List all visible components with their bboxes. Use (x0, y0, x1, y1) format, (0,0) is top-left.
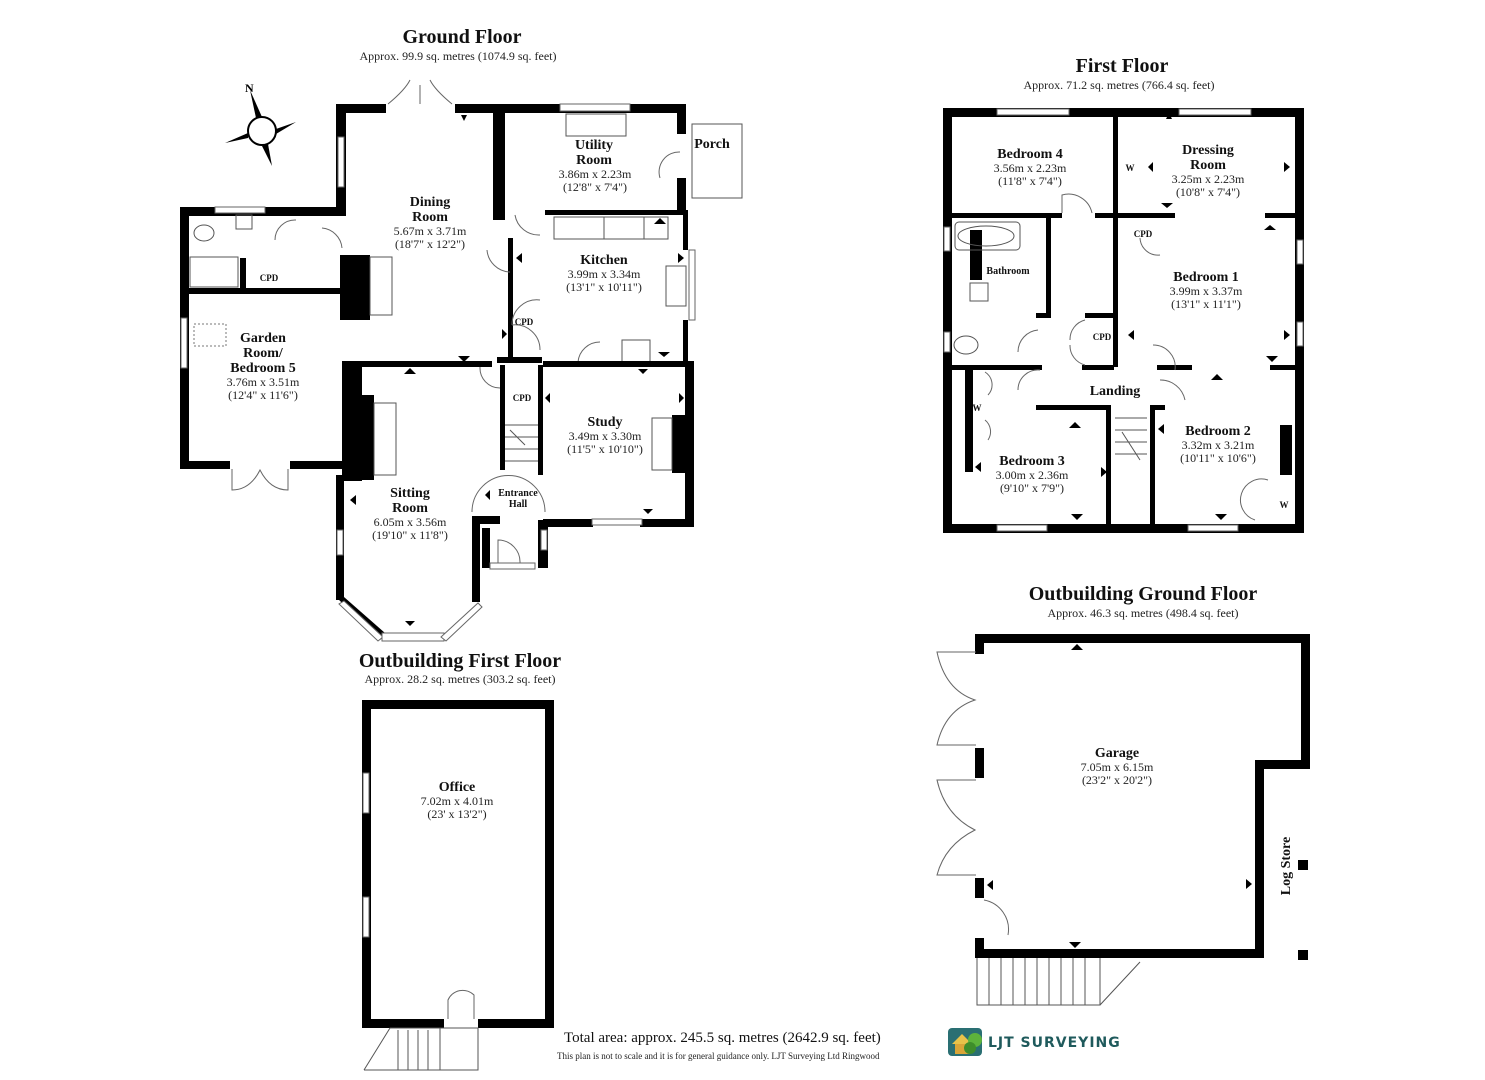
footer: Total area: approx. 245.5 sq. metres (26… (557, 1028, 1121, 1061)
garden-room-metric: 3.76m x 3.51m (227, 375, 300, 389)
kitchen-cpd-label: CPD (515, 317, 534, 327)
sitting-room-metric: 6.05m x 3.56m (374, 515, 447, 529)
outbuilding-ground-floor: Outbuilding Ground Floor Approx. 46.3 sq… (936, 583, 1310, 1006)
kitchen-metric: 3.99m x 3.34m (568, 267, 641, 281)
landing-name: Landing (1090, 384, 1141, 399)
utility-room-name-2: Room (576, 153, 612, 168)
bathroom-name: Bathroom (986, 266, 1030, 277)
dressing-room-imperial: (10'8" x 7'4") (1176, 185, 1240, 199)
study-metric: 3.49m x 3.30m (569, 429, 642, 443)
total-area: Total area: approx. 245.5 sq. metres (26… (564, 1030, 881, 1046)
office-name: Office (439, 780, 476, 795)
outbuilding-first-floor: Outbuilding First Floor Approx. 28.2 sq.… (359, 650, 561, 1071)
study-imperial: (11'5" x 10'10") (567, 442, 643, 456)
outbuilding-first-title: Outbuilding First Floor (359, 650, 561, 672)
bedroom-3-w-label: W (973, 403, 982, 413)
dining-room-metric: 5.67m x 3.71m (394, 224, 467, 238)
utility-room-name-1: Utility (575, 138, 613, 153)
study-name: Study (587, 415, 622, 430)
garden-cpd-label: CPD (260, 273, 279, 283)
radiator-markers (350, 115, 684, 626)
bedroom-1-metric: 3.99m x 3.37m (1170, 284, 1243, 298)
disclaimer: This plan is not to scale and it is for … (557, 1051, 880, 1061)
ground-floor: Ground Floor Approx. 99.9 sq. metres (10… (180, 26, 743, 642)
radiator-markers-first (975, 113, 1290, 520)
garden-room-imperial: (12'4" x 11'6") (228, 388, 298, 402)
brand-name: LJT SURVEYING (988, 1035, 1121, 1051)
bedroom-2-imperial: (10'11" x 10'6") (1180, 451, 1256, 465)
first-floor-area: Approx. 71.2 sq. metres (766.4 sq. feet) (1024, 78, 1215, 92)
bedroom-1-imperial: (13'1" x 11'1") (1171, 297, 1241, 311)
dressing-room-metric: 3.25m x 2.23m (1172, 172, 1245, 186)
sitting-room-imperial: (19'10" x 11'8") (372, 528, 448, 542)
bedroom-3-metric: 3.00m x 2.36m (996, 468, 1069, 482)
utility-room-metric: 3.86m x 2.23m (559, 167, 632, 181)
compass-icon: N (225, 81, 296, 166)
garden-room-name-2: Room/ (243, 346, 284, 361)
first-floor: First Floor Approx. 71.2 sq. metres (766… (943, 55, 1304, 533)
kitchen-imperial: (13'1" x 10'11") (566, 280, 642, 294)
dressing-room-name-2: Room (1190, 158, 1226, 173)
bedroom-2-name: Bedroom 2 (1185, 424, 1250, 439)
garden-room-name-3: Bedroom 5 (230, 361, 295, 376)
sitting-room-name-1: Sitting (390, 486, 430, 501)
outbuilding-ground-area: Approx. 46.3 sq. metres (498.4 sq. feet) (1048, 606, 1239, 620)
entrance-hall-name-1: Entrance (498, 488, 538, 499)
outbuilding-first-area: Approx. 28.2 sq. metres (303.2 sq. feet) (365, 672, 556, 686)
kitchen-name: Kitchen (580, 253, 628, 268)
dining-room-imperial: (18'7" x 12'2") (395, 237, 465, 251)
dressing-w-label: W (1126, 163, 1135, 173)
garage-metric: 7.05m x 6.15m (1081, 760, 1154, 774)
garage-name: Garage (1095, 746, 1139, 761)
dining-room-name-2: Room (412, 210, 448, 225)
bedroom-4-metric: 3.56m x 2.23m (994, 161, 1067, 175)
compass-north-label: N (245, 81, 254, 95)
garage-imperial: (23'2" x 20'2") (1082, 773, 1152, 787)
sitting-room-name-2: Room (392, 501, 428, 516)
bedroom-2-metric: 3.32m x 3.21m (1182, 438, 1255, 452)
log-store-name: Log Store (1279, 837, 1294, 895)
dressing-room-name-1: Dressing (1182, 143, 1234, 158)
hall-cpd-label: CPD (513, 393, 532, 403)
bedroom-4-imperial: (11'8" x 7'4") (998, 174, 1062, 188)
outbuilding-ground-title: Outbuilding Ground Floor (1029, 583, 1258, 605)
bedroom-3-name: Bedroom 3 (999, 454, 1064, 469)
radiator-markers-outbuilding (987, 644, 1252, 948)
first-floor-title: First Floor (1076, 55, 1169, 77)
porch-name: Porch (694, 137, 730, 152)
garden-room-name-1: Garden (240, 331, 286, 346)
office-metric: 7.02m x 4.01m (421, 794, 494, 808)
bedroom-2-w-label: W (1280, 500, 1289, 510)
dining-room-name-1: Dining (410, 195, 450, 210)
bedroom-1-name: Bedroom 1 (1173, 270, 1238, 285)
office-imperial: (23' x 13'2") (427, 807, 486, 821)
bedroom-1-cpd-label: CPD (1134, 229, 1153, 239)
landing-cpd-label: CPD (1093, 332, 1112, 342)
entrance-hall-name-2: Hall (509, 499, 528, 510)
bedroom-4-name: Bedroom 4 (997, 147, 1062, 162)
ground-floor-title: Ground Floor (402, 26, 521, 48)
ljt-logo-icon (948, 1028, 982, 1056)
utility-room-imperial: (12'8" x 7'4") (563, 180, 627, 194)
bedroom-3-imperial: (9'10" x 7'9") (1000, 481, 1064, 495)
ground-floor-area: Approx. 99.9 sq. metres (1074.9 sq. feet… (360, 49, 557, 63)
